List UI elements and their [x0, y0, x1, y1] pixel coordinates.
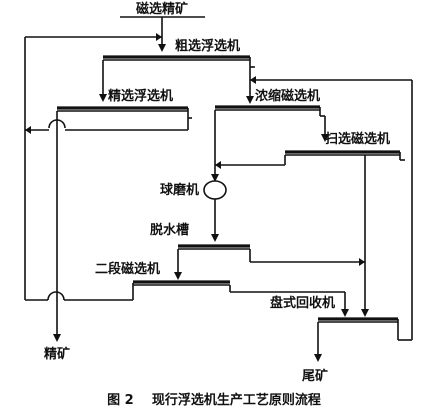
tailings-label: 尾矿 [302, 368, 328, 384]
second-tail-arrow [341, 309, 349, 317]
ball-mill-label: 球磨机 [160, 182, 199, 198]
thickening-magnetic-label: 浓缩磁选机 [255, 88, 320, 104]
disc-recovery-label: 盘式回收机 [270, 295, 335, 311]
recycle-top-arrow [156, 33, 162, 41]
concentrate-label: 精矿 [44, 346, 70, 362]
second-stage-magnetic-label: 二段磁选机 [95, 261, 160, 277]
figure-caption: 图 2 现行浮选机生产工艺原则流程 [107, 392, 321, 408]
dewatering-tank-label: 脱水槽 [150, 222, 189, 238]
mill-to-dewater-arrow [211, 234, 219, 242]
scavenging-conc-arrow [215, 161, 221, 169]
concentrate-arrow [53, 334, 61, 342]
rough-flotation-label: 粗选浮选机 [175, 38, 240, 54]
scavenging-tail-arrow [361, 309, 369, 317]
feed-arrow [158, 44, 166, 52]
thickener-to-mill-arrow [211, 174, 219, 182]
tailings-arrow [314, 354, 322, 362]
scavenging-magnetic-label: 扫选磁选机 [325, 131, 390, 147]
cleaner-flotation-label: 精选浮选机 [108, 88, 173, 104]
thickener-tail-arrow [321, 134, 329, 142]
dewater-to-second-arrow [174, 272, 182, 280]
right-loop-arrow [250, 76, 256, 84]
cleaner-tail-arrow [25, 126, 31, 134]
feed-label: 磁选精矿 [136, 1, 188, 17]
recycle-crossover-bottom [47, 291, 65, 301]
dewater-overflow-arrow [359, 258, 365, 266]
rough-to-thickener-arrow [246, 96, 254, 104]
ball-mill-symbol [203, 180, 227, 200]
rough-to-cleaner-arrow [99, 94, 107, 102]
